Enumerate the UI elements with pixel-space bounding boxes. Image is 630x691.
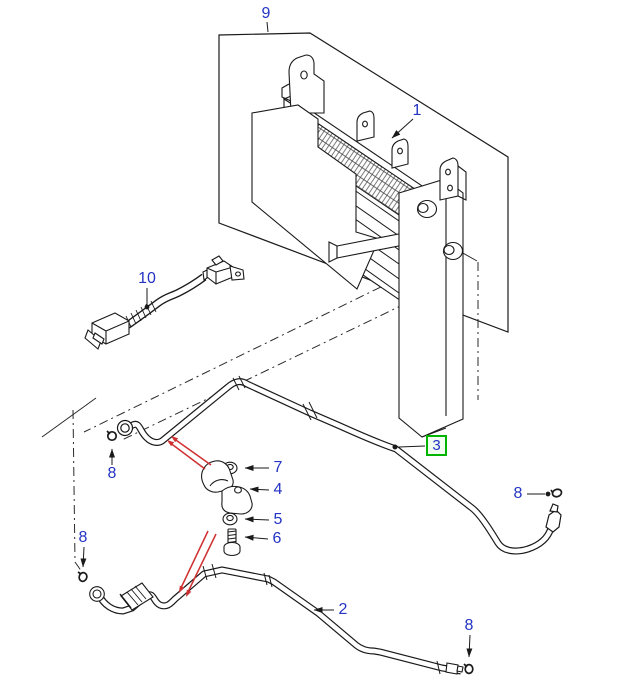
- o-ring-8d: [463, 663, 474, 675]
- callout-8a: 8: [107, 465, 117, 482]
- mounting-panel-outline: [218, 32, 509, 333]
- callout-leaders: [80, 21, 551, 658]
- cooler-port-upper: [416, 199, 438, 219]
- callout-2: 2: [338, 601, 348, 618]
- harness: [84, 255, 245, 350]
- cooler-port-lower: [442, 241, 464, 261]
- callout-5: 5: [273, 511, 283, 528]
- callout-4: 4: [273, 481, 283, 498]
- callout-6: 6: [272, 530, 282, 547]
- callout-8d: 8: [464, 617, 474, 634]
- pipe-2: [77, 563, 474, 675]
- callout-8b: 8: [78, 529, 88, 546]
- pipe-3: [106, 375, 563, 555]
- o-ring-8c: [550, 488, 563, 498]
- clamp-hardware: [201, 460, 253, 557]
- callout-10: 10: [138, 270, 156, 287]
- clamp-4: [201, 460, 253, 515]
- o-ring-8a: [106, 430, 118, 442]
- callout-9: 9: [261, 5, 271, 22]
- cooler-right-tank: [398, 157, 467, 438]
- callout-1: 1: [412, 102, 422, 119]
- washer-5: [222, 512, 238, 526]
- o-ring-8b: [77, 571, 88, 583]
- deflector-panel: [251, 104, 380, 290]
- bolt-6: [223, 528, 241, 557]
- red-leader-lines: [167, 436, 217, 597]
- callout-7: 7: [273, 459, 283, 476]
- callout-3-highlight[interactable]: 3: [426, 435, 447, 456]
- callout-8c: 8: [513, 485, 523, 502]
- callout-3: 3: [432, 437, 441, 454]
